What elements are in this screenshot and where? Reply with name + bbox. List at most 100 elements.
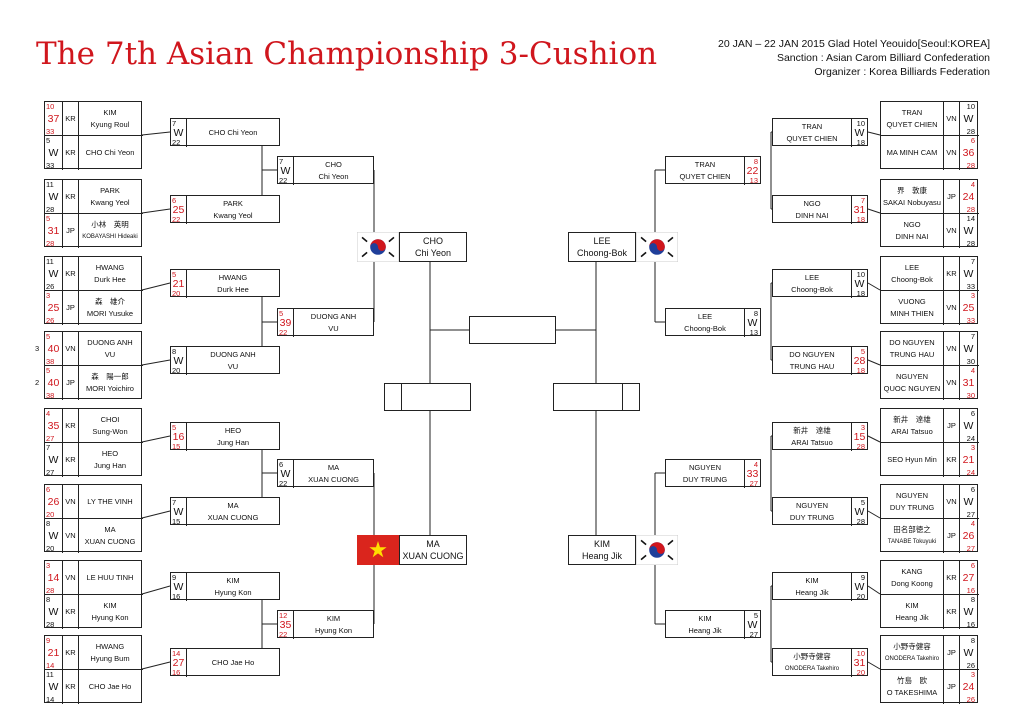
score-points: 21 (962, 454, 975, 466)
score-points: W (48, 681, 59, 693)
score-average: 20 (172, 289, 181, 298)
score-average: 38 (46, 391, 55, 400)
score-points: W (280, 468, 291, 480)
score-average: 13 (749, 176, 758, 185)
vietnam-flag-icon (357, 535, 399, 565)
score-average: 33 (46, 161, 55, 170)
score-average: 14 (46, 661, 55, 670)
score-points: W (48, 268, 59, 280)
score-innings: 3 (970, 291, 975, 300)
bracket-connector (141, 282, 171, 291)
player-name-line2: DUY TRUNG (789, 513, 835, 522)
score-points: 37 (47, 113, 60, 125)
score-points: W (173, 127, 184, 139)
player-name: MA MINH CAM (881, 136, 943, 170)
player-name-line2: ARAI Tatsuo (891, 427, 933, 436)
score-points: 21 (172, 278, 185, 290)
player-name-line2: KOBAYASHI Hideaki (82, 234, 138, 240)
score-average: 27 (966, 510, 975, 519)
player-name-line1: KIM (103, 601, 117, 610)
player-name-line1: CHO (325, 160, 342, 169)
score-points: W (963, 343, 974, 355)
score-innings: 8 (46, 595, 51, 604)
player-name-line1: KIM (103, 108, 117, 117)
bracket-connector (867, 131, 881, 136)
score-innings: 10 (856, 270, 865, 279)
nationality-code: VN (943, 366, 959, 400)
player-name-line1: VUONG (898, 297, 926, 306)
score-innings: 7 (46, 443, 51, 452)
score-average: 20 (46, 544, 55, 553)
score-average: 28 (46, 620, 55, 629)
nationality-code: JP (943, 409, 959, 443)
score-average: 18 (856, 138, 865, 147)
score-points: 36 (962, 147, 975, 159)
nationality-code: VN (63, 561, 79, 595)
nationality-code: JP (943, 180, 959, 214)
score-points: W (48, 530, 59, 542)
nationality-code: VN (943, 102, 959, 136)
score-average: 28 (46, 239, 55, 248)
player-name-line2: DINH NAI (895, 232, 929, 241)
player-name-line2: MORI Yoichiro (86, 384, 134, 393)
player-name-line2: Heang Jik (795, 588, 829, 597)
score-average: 20 (172, 366, 181, 375)
score-innings: 11 (46, 180, 54, 189)
player-name-line1: HEO (224, 426, 242, 435)
score-average: 22 (279, 176, 288, 185)
score-innings: 5 (172, 270, 177, 279)
player-name: SEO Hyun Min (881, 443, 943, 477)
score-average: 28 (966, 161, 975, 170)
score-points: W (963, 225, 974, 237)
player-name-line2: VU (227, 362, 239, 371)
score-innings: 14 (966, 214, 975, 223)
score-innings: 5 (46, 366, 51, 375)
player-name-line1: CHO (423, 236, 443, 246)
score-innings: 6 (46, 485, 51, 494)
player-name-line1: KIM (226, 576, 240, 585)
player-name: CHO Chi Yeon (79, 136, 141, 170)
score-points: W (963, 113, 974, 125)
player-name-line1: KIM (905, 601, 919, 610)
score-average: 27 (749, 630, 758, 639)
player-name-line1: LEE (904, 263, 920, 272)
player-name-line1: TRAN (694, 160, 716, 169)
score-innings: 12 (279, 611, 288, 620)
player-name-line1: MA MINH CAM (886, 148, 938, 157)
player-name-line2: Sung-Won (92, 427, 128, 436)
korea-flag-icon (636, 232, 678, 262)
player-name-line2: TRUNG HAU (789, 362, 835, 371)
score-innings: 5 (172, 423, 177, 432)
player-name-line2: XUAN CUONG (402, 551, 464, 561)
